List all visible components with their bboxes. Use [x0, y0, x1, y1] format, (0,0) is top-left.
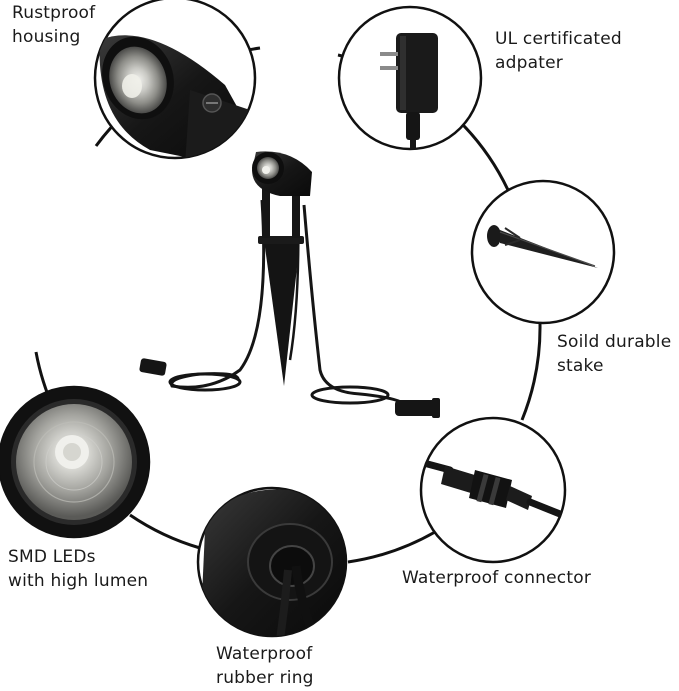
label-connector: Waterproof connector — [402, 566, 591, 590]
label-ul-adapter-line1: UL certificated — [495, 29, 622, 49]
label-rustproof-housing: Rustproof housing — [12, 1, 95, 49]
label-ul-adapter-line2: adpater — [495, 53, 563, 73]
label-smd-leds-line1: SMD LEDs — [8, 547, 96, 567]
garden-spotlight-product — [139, 151, 440, 418]
label-stake-line1: Soild durable — [557, 332, 672, 352]
label-ul-adapter: UL certificated adpater — [495, 27, 622, 75]
ul-adapter-image — [337, 5, 483, 151]
label-smd-leds-line2: with high lumen — [8, 571, 149, 591]
label-rustproof-housing-line2: housing — [12, 27, 81, 47]
label-connector-line1: Waterproof connector — [402, 568, 592, 588]
label-rustproof-housing-line1: Rustproof — [12, 3, 96, 23]
smd-leds-image — [0, 385, 151, 539]
label-rubber-ring-line1: Waterproof — [216, 644, 313, 664]
label-stake: Soild durable stake — [557, 330, 671, 378]
label-rubber-ring: Waterproof rubber ring — [216, 642, 314, 690]
connector-image — [419, 416, 567, 564]
label-smd-leds: SMD LEDs with high lumen — [8, 545, 148, 593]
label-stake-line2: stake — [557, 356, 604, 376]
label-rubber-ring-line2: rubber ring — [216, 668, 314, 688]
rustproof-housing-image — [93, 0, 257, 160]
stake-image — [470, 179, 616, 325]
rubber-ring-image — [196, 486, 348, 638]
